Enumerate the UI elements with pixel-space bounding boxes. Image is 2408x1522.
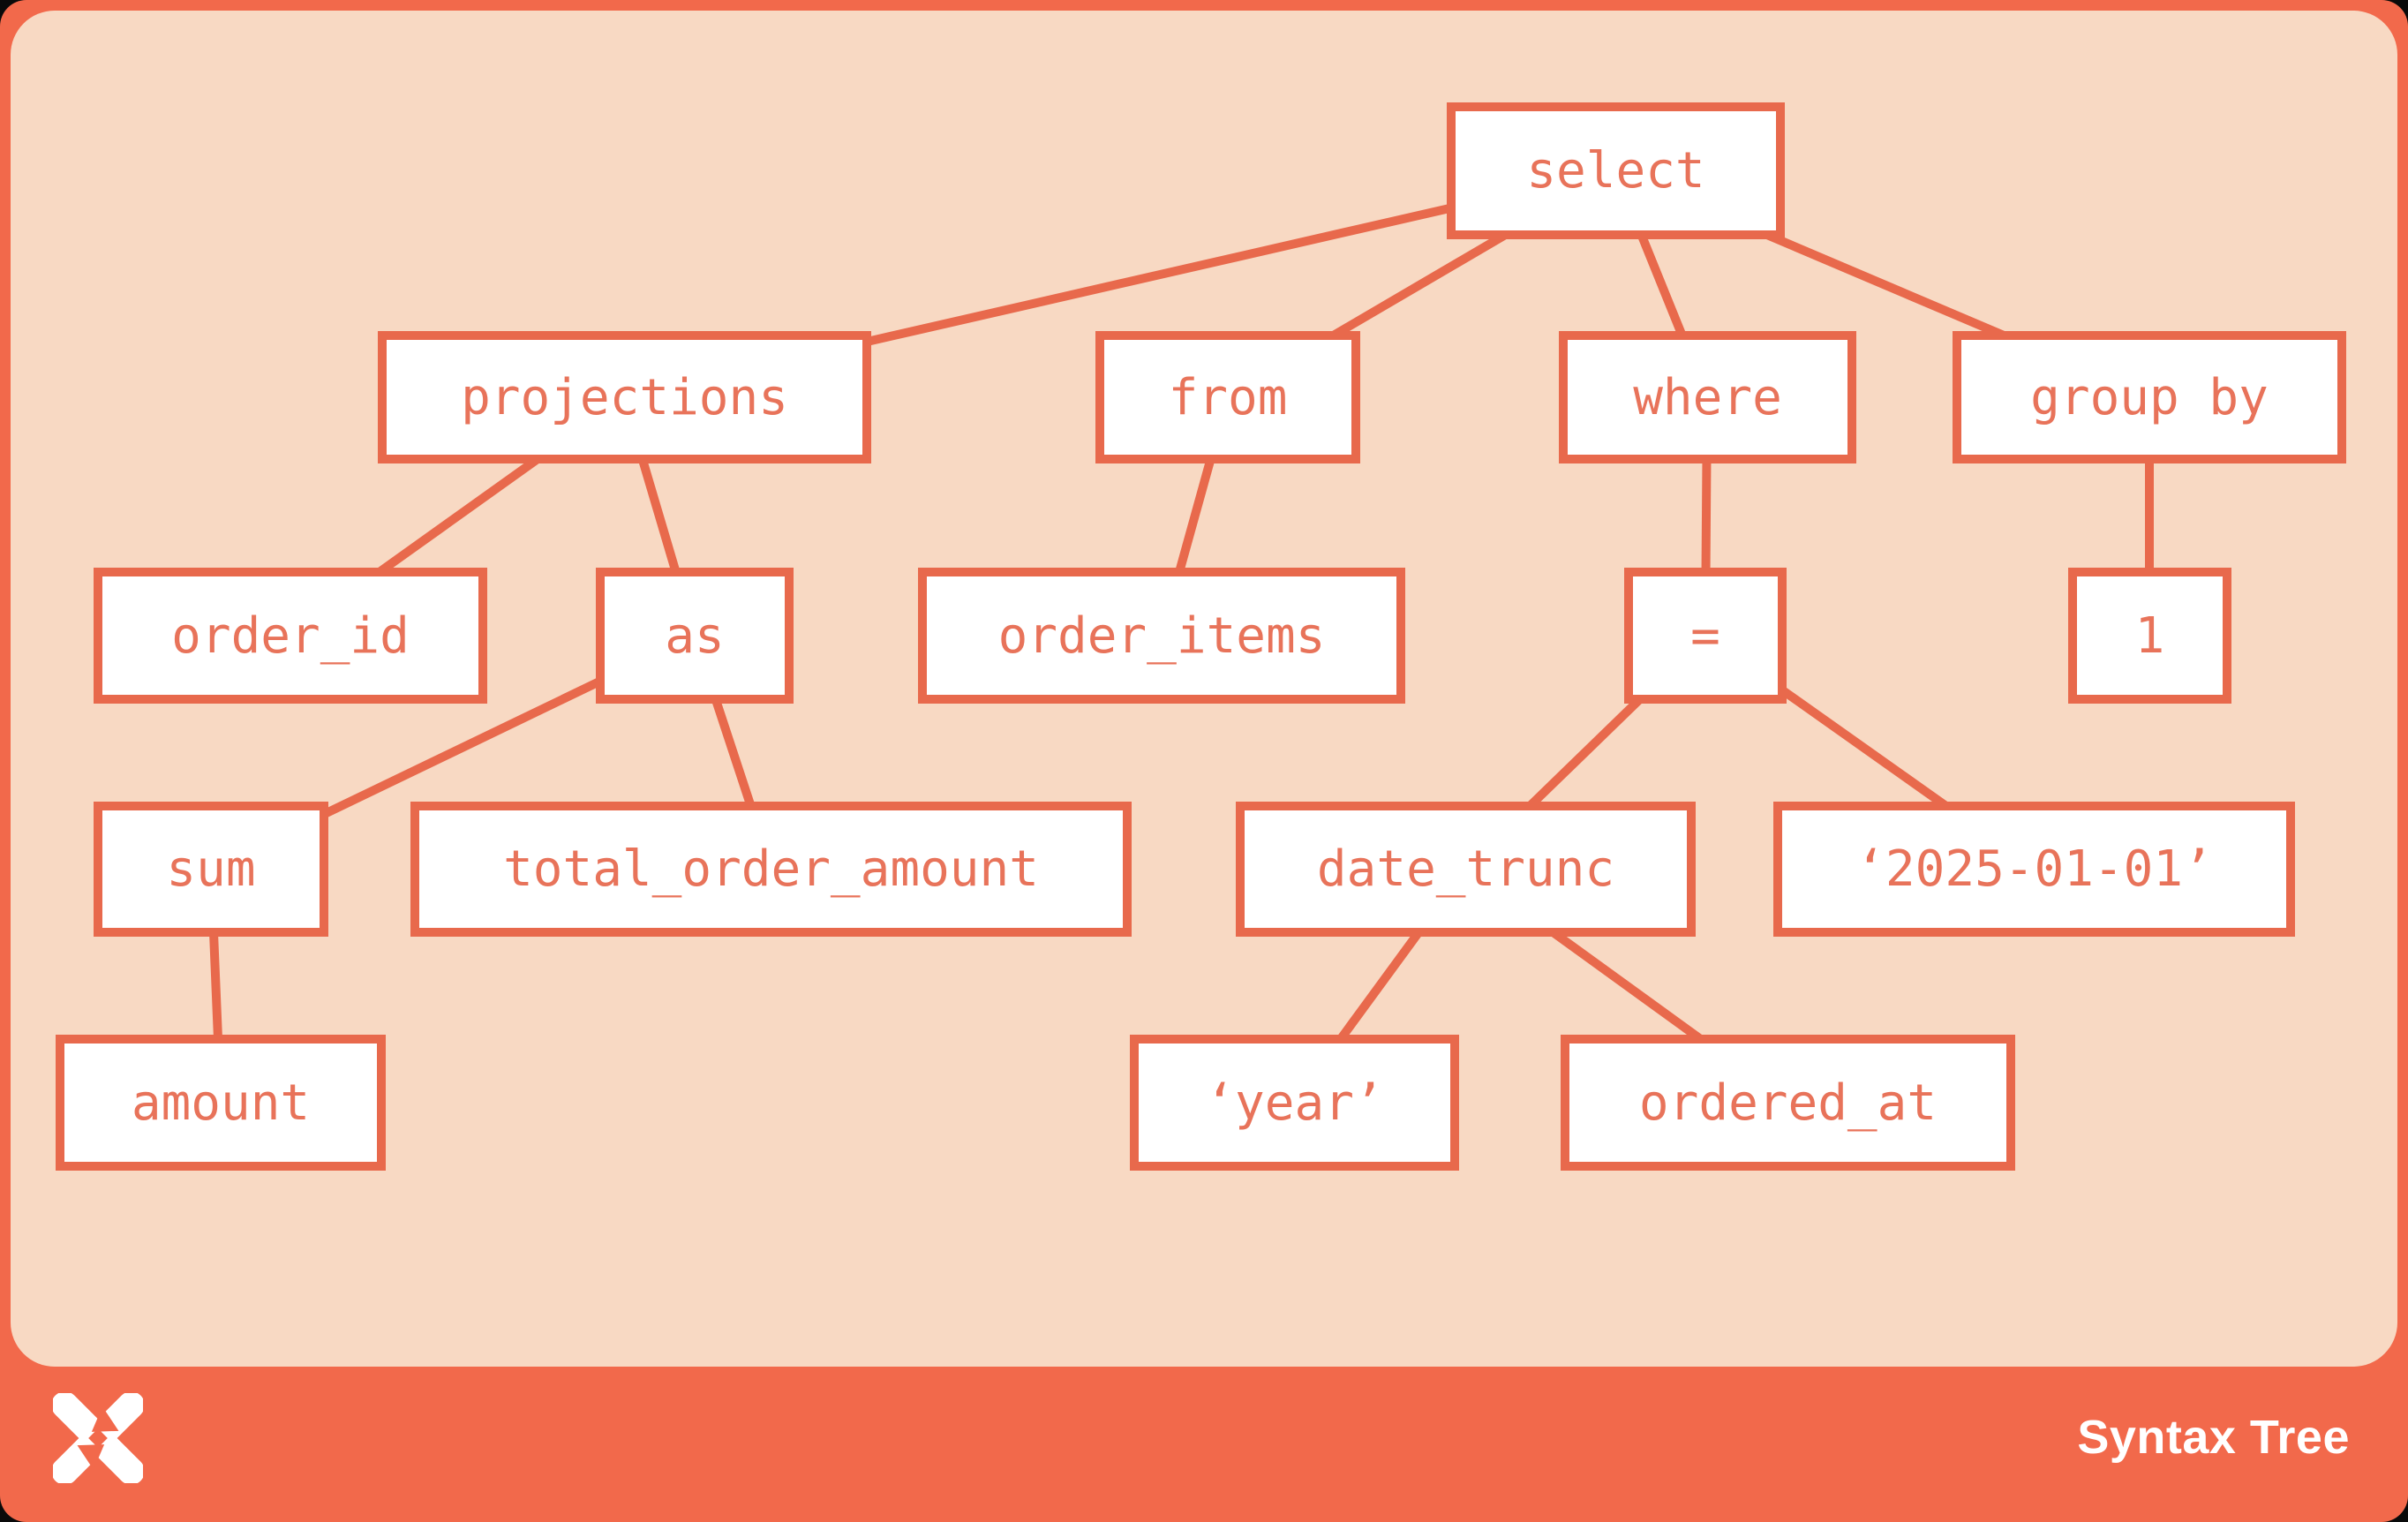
node-equals: = — [1624, 568, 1787, 704]
footer-bar: Syntax Tree — [0, 1367, 2408, 1522]
node-ordered-at: ordered_at — [1561, 1035, 2015, 1171]
pinwheel-star-logo-icon — [53, 1393, 143, 1483]
node-date-trunc: date_trunc — [1236, 802, 1696, 937]
node-where: where — [1559, 331, 1856, 463]
node-year-literal: ‘year’ — [1130, 1035, 1459, 1171]
node-group-by: group by — [1953, 331, 2346, 463]
node-order-items: order_items — [918, 568, 1405, 704]
node-from: from — [1095, 331, 1360, 463]
node-select: select — [1447, 102, 1785, 239]
node-amount: amount — [56, 1035, 386, 1171]
brand-title: Syntax Tree — [2077, 1411, 2350, 1464]
node-total-order-amount: total_order_amount — [410, 802, 1132, 937]
node-order-id: order_id — [94, 568, 487, 704]
node-one: 1 — [2068, 568, 2231, 704]
node-date-literal: ‘2025-01-01’ — [1773, 802, 2295, 937]
node-sum: sum — [94, 802, 328, 937]
node-projections: projections — [378, 331, 871, 463]
node-as: as — [596, 568, 794, 704]
